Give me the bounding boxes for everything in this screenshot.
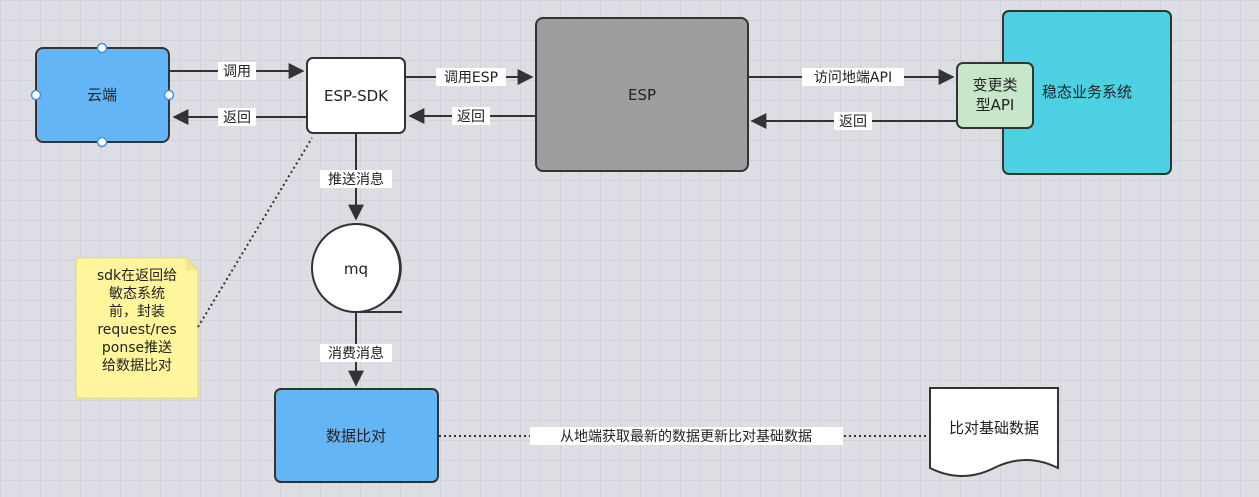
selection-handle[interactable] [96,42,108,54]
baseline-doc-node[interactable]: 比对基础数据 [929,387,1059,477]
selection-handle[interactable] [96,136,108,148]
esp-sdk-label: ESP-SDK [324,87,389,105]
data-compare-node[interactable]: 数据比对 [274,388,439,483]
edge-label: 调用 [223,64,251,80]
edge-compare-to-baseline[interactable]: 从地端获取最新的数据更新比对基础数据 [439,427,929,445]
edge-label: 返回 [839,114,867,130]
note-connector[interactable] [197,137,313,328]
sticky-note[interactable]: sdk在返回给 敏态系统 前，封装 request/res ponse推送 给数… [75,257,199,399]
note-line: 敏态系统 [109,286,165,302]
edge-label: 访问地端API [814,70,892,86]
change-api-node[interactable]: 变更类 型API [956,62,1034,129]
steady-system-label: 稳态业务系统 [1042,83,1132,101]
edge-esp-to-sdk[interactable]: 返回 [408,107,535,125]
edge-label: 消费消息 [328,345,384,362]
edge-label: 推送消息 [328,171,384,188]
data-compare-label: 数据比对 [326,427,386,445]
edge-label: 返回 [457,109,485,125]
mq-node[interactable]: mq [311,223,402,313]
cloud-node[interactable]: 云端 [30,42,175,148]
change-api-label-line1: 变更类 [972,76,1017,94]
cloud-label: 云端 [87,86,117,104]
edge-label: 调用ESP [444,70,498,86]
edge-label: 从地端获取最新的数据更新比对基础数据 [560,428,812,445]
esp-label: ESP [628,86,656,104]
note-line: request/res [97,322,176,338]
esp-sdk-node[interactable]: ESP-SDK [306,57,406,134]
edge-sdk-to-mq[interactable]: 推送消息 [320,134,392,221]
edge-sdk-to-esp[interactable]: 调用ESP [406,68,534,86]
note-line: ponse推送 [102,340,172,356]
edge-sdk-to-cloud[interactable]: 返回 [172,108,306,126]
note-line: sdk在返回给 [97,268,177,284]
edge-mq-to-compare[interactable]: 消费消息 [320,313,392,387]
edge-api-to-esp[interactable]: 返回 [750,112,956,130]
edge-cloud-to-sdk[interactable]: 调用 [170,62,305,80]
edge-label: 返回 [223,110,251,126]
steady-system-node[interactable]: 稳态业务系统 [1002,10,1172,175]
baseline-doc-label: 比对基础数据 [949,419,1039,437]
esp-node[interactable]: ESP [535,17,749,172]
mq-label: mq [344,260,368,278]
note-line: 给数据比对 [102,358,172,374]
selection-handle[interactable] [30,89,42,101]
note-line: 前，封装 [109,303,165,320]
change-api-label-line2: 型API [976,96,1015,114]
edge-esp-to-api[interactable]: 访问地端API [749,68,955,86]
selection-handle[interactable] [163,89,175,101]
